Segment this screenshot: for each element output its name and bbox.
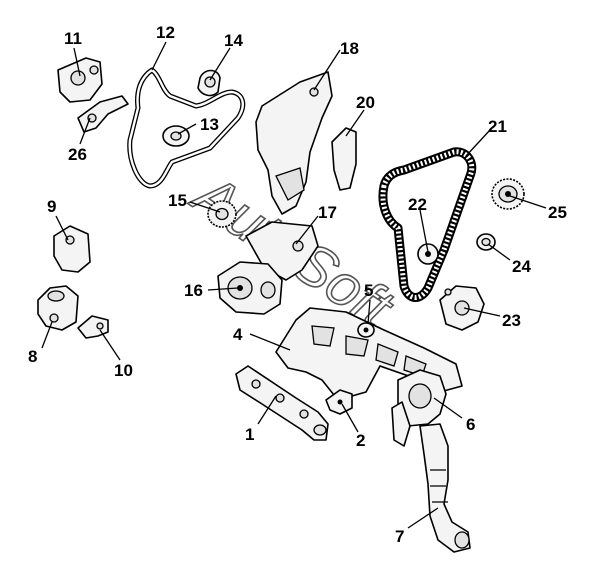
callout-10: 10 [114, 361, 133, 380]
callout-12: 12 [156, 23, 175, 42]
callout-16: 16 [184, 281, 203, 300]
callout-22: 22 [408, 195, 427, 214]
leader-lines [41, 41, 547, 529]
part-9-mount [53, 225, 91, 273]
callout-18: 18 [340, 39, 359, 58]
callout-23: 23 [502, 311, 521, 330]
callout-4: 4 [233, 325, 243, 344]
callout-15: 15 [168, 191, 187, 210]
callout-17: 17 [318, 203, 337, 222]
part-1-fuel-rail [235, 365, 329, 441]
part-21-timing-belt [378, 147, 477, 302]
part-26-bracket [77, 95, 129, 133]
part-20-cover-plate [331, 127, 357, 191]
callout-20: 20 [356, 93, 375, 112]
callout-1: 1 [245, 425, 254, 444]
part-22-belt-idler [417, 243, 439, 265]
part-23-water-pump [439, 285, 485, 331]
part-15-pulley [207, 200, 237, 228]
part-2-pressure-regulator [325, 389, 353, 415]
callout-9: 9 [47, 197, 56, 216]
part-11-mount-bracket [57, 57, 103, 103]
part-18-timing-cover [255, 71, 333, 215]
callout-13: 13 [200, 115, 219, 134]
callout-11: 11 [64, 29, 82, 48]
part-7-intake-hose [419, 423, 471, 553]
callout-24: 24 [512, 257, 531, 276]
callout-2: 2 [356, 431, 365, 450]
part-12-accessory-belt [127, 67, 246, 189]
callout-14: 14 [224, 31, 243, 50]
part-14-idler [197, 69, 221, 97]
callout-labels: 1 2 4 5 6 7 8 9 10 11 12 13 14 15 16 17 … [28, 23, 567, 546]
callout-26: 26 [68, 145, 87, 164]
callout-25: 25 [548, 203, 567, 222]
callout-5: 5 [364, 281, 373, 300]
part-8-engine-mount [37, 285, 79, 331]
callout-7: 7 [395, 527, 404, 546]
part-25-cam-sprocket [491, 178, 525, 210]
part-6-throttle-body [391, 369, 447, 447]
callout-8: 8 [28, 347, 37, 366]
part-10-bracket [77, 315, 109, 339]
part-13-tensioner-pulley [162, 125, 190, 147]
part-5-fitting [357, 322, 375, 338]
part-16-alternator [217, 261, 283, 315]
callout-21: 21 [488, 117, 507, 136]
callout-6: 6 [466, 415, 475, 434]
